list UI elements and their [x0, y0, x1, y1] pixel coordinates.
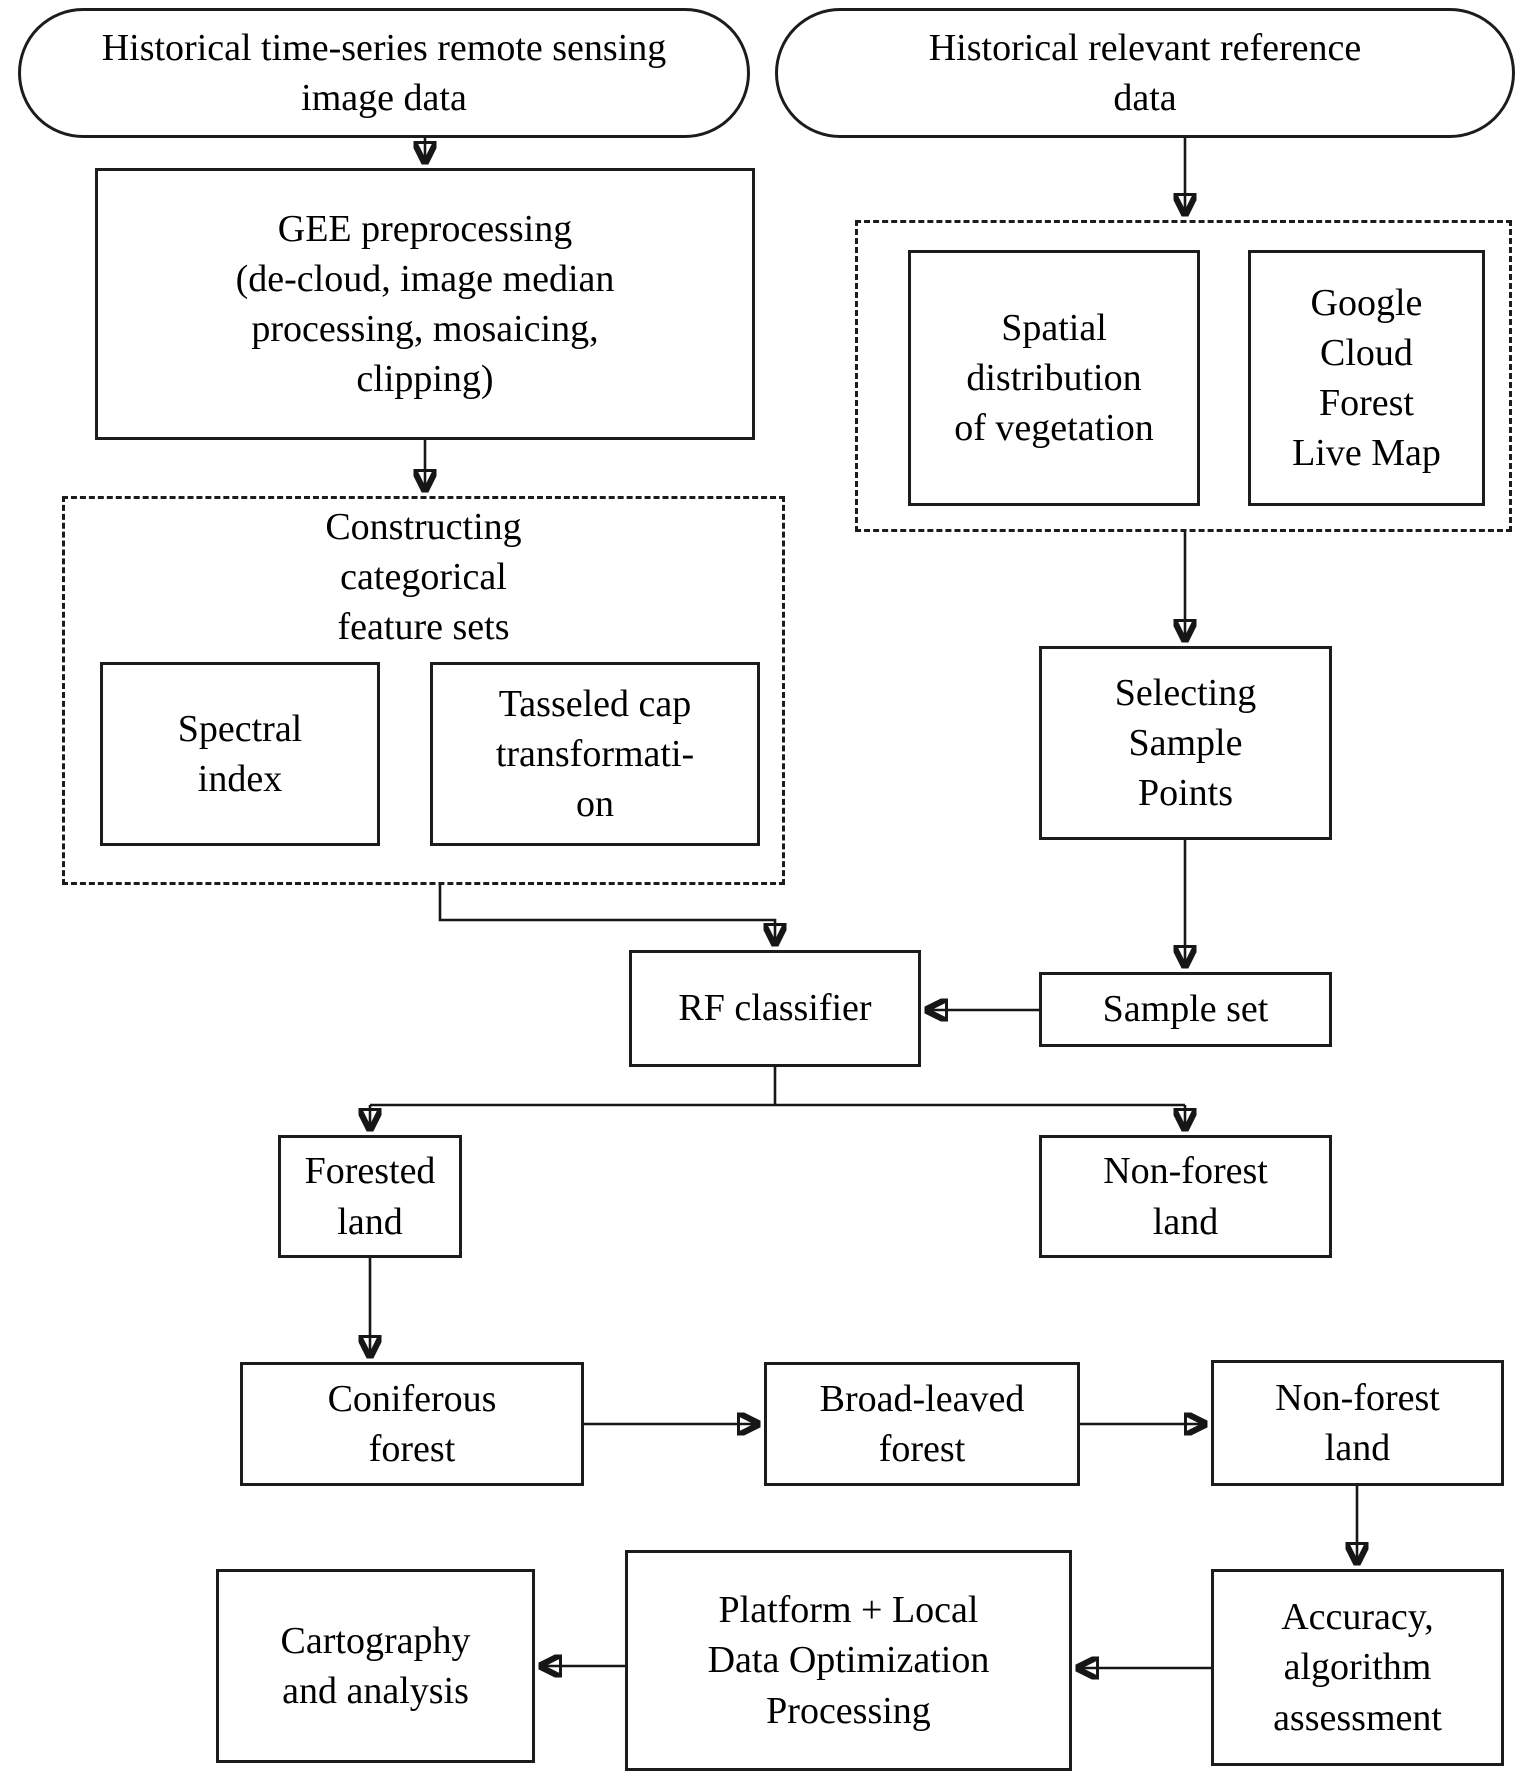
node-google-cloud-forest-live-map: Google Cloud Forest Live Map [1248, 250, 1485, 506]
node-rf-classifier: RF classifier [629, 950, 921, 1067]
node-historical-reference-data: Historical relevant reference data [775, 8, 1515, 138]
feature-sets-group-title: Constructing categorical feature sets [325, 506, 522, 649]
node-historical-remote-sensing-data: Historical time-series remote sensing im… [18, 8, 750, 138]
node-spatial-distribution-vegetation: Spatial distribution of vegetation [908, 250, 1200, 506]
arrow-feature-sets-to-rf [438, 885, 775, 944]
node-accuracy-assessment: Accuracy, algorithm assessment [1211, 1569, 1504, 1766]
node-non-forest-land-1: Non-forest land [1039, 1135, 1332, 1258]
node-non-forest-land-2: Non-forest land [1211, 1360, 1504, 1486]
node-gee-preprocessing: GEE preprocessing (de-cloud, image media… [95, 168, 755, 440]
node-forested-land: Forested land [278, 1135, 462, 1258]
node-coniferous-forest: Coniferous forest [240, 1362, 584, 1486]
feature-sets-group [62, 496, 785, 885]
node-cartography-analysis: Cartography and analysis [216, 1569, 535, 1763]
node-tasseled-cap-transformation: Tasseled cap transformati- on [430, 662, 760, 846]
node-selecting-sample-points: Selecting Sample Points [1039, 646, 1332, 840]
node-platform-local-optimization: Platform + Local Data Optimization Proce… [625, 1550, 1072, 1771]
rf-output-branch [370, 1067, 1185, 1107]
reference-data-group [855, 220, 1512, 532]
node-sample-set: Sample set [1039, 972, 1332, 1047]
node-spectral-index: Spectral index [100, 662, 380, 846]
node-broad-leaved-forest: Broad-leaved forest [764, 1362, 1080, 1486]
